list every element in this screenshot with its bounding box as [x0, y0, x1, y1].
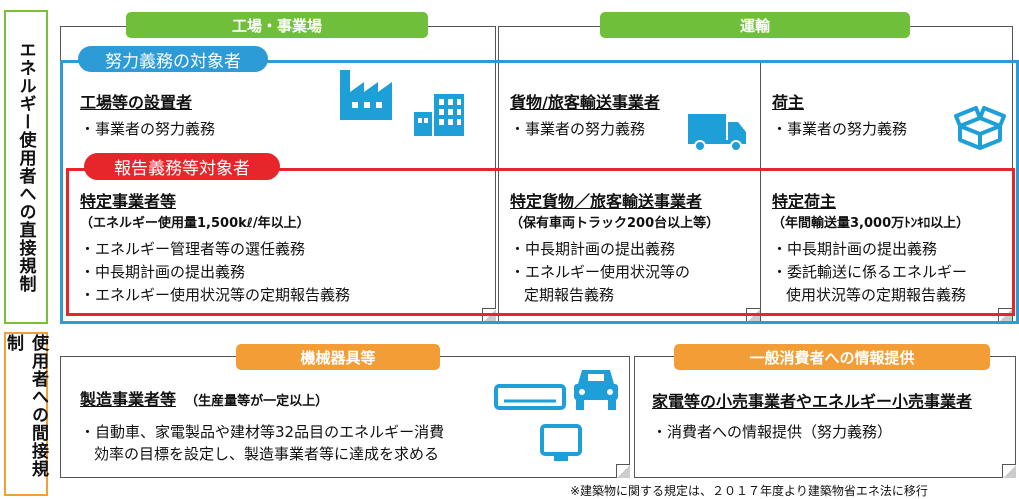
direct-regulation-label: エネルギー使用者への直接規制 [15, 41, 36, 293]
consumer-line: ・消費者への情報提供（努力義務） [652, 423, 893, 441]
appliances-header: 機械器具等 [236, 344, 440, 370]
report-tier-frame [66, 168, 1015, 316]
report-shipper-sub: （年間輸送量3,000万ﾄﾝｷﾛ以上） [772, 216, 970, 231]
consumers-header: 一般消費者への情報提供 [674, 344, 990, 370]
direct-regulation-label-box: エネルギー使用者への直接規制 [4, 10, 48, 324]
report-shipper-item: 使用状況等の定期報告義務 [786, 286, 967, 304]
report-shipper-item: ・委託輸送に係るエネルギー [772, 263, 968, 281]
appliance-title-row: 製造事業者等 （生産量等が一定以上） [80, 386, 328, 410]
consumer-title: 家電等の小売事業者やエネルギー小売事業者 [652, 392, 973, 411]
report-carrier-item: ・中長期計画の提出義務 [510, 240, 676, 258]
report-factory-item: ・中長期計画の提出義務 [80, 263, 246, 281]
fold-corner [616, 464, 630, 478]
car-icon [574, 370, 618, 410]
factory-header: 工場・事業場 [126, 12, 428, 38]
report-factory-item: ・エネルギー管理者等の選任義務 [80, 240, 306, 258]
indirect-regulation-label: 使用者への間接規制 [3, 334, 48, 478]
transport-divider [760, 60, 761, 322]
factory-icon [340, 70, 392, 120]
effort-shipper-title: 荷主 [772, 93, 805, 112]
effort-tier-label: 努力義務の対象者 [78, 46, 268, 72]
report-carrier-item: ・エネルギー使用状況等の [510, 263, 691, 281]
report-factory-title: 特定事業者等 [80, 192, 177, 211]
report-carrier-title: 特定貨物／旅客輸送事業者 [510, 192, 703, 211]
report-shipper-title: 特定荷主 [772, 192, 837, 211]
report-carrier-sub: （保有車両トラック200台以上等） [510, 216, 720, 231]
consumers-frame [634, 356, 1016, 478]
building-icon [414, 94, 464, 136]
appliance-line: 効率の目標を設定し、製造事業者等に達成を求める [94, 445, 440, 463]
air-conditioner-icon [494, 384, 566, 410]
report-shipper-item: ・中長期計画の提出義務 [772, 240, 938, 258]
report-tier-label: 報告義務等対象者 [84, 153, 280, 180]
truck-icon [688, 114, 746, 152]
report-factory-sub: （エネルギー使用量1,500kℓ/年以上） [80, 216, 310, 231]
effort-tier-frame [60, 60, 1019, 324]
box-icon [954, 106, 1006, 150]
appliance-title: 製造事業者等 [80, 390, 177, 409]
transport-header: 運輸 [600, 12, 910, 38]
effort-carrier-title: 貨物/旅客輸送事業者 [510, 93, 660, 112]
tv-icon [540, 424, 582, 461]
footnote: ※建築物に関する規定は、２０１７年度より建築物省エネ法に移行 [570, 484, 928, 498]
indirect-regulation-label-box: 使用者への間接規制 [3, 332, 48, 496]
report-factory-item: ・エネルギー使用状況等の定期報告義務 [80, 286, 351, 304]
report-carrier-item: 定期報告義務 [524, 286, 615, 304]
effort-carrier-item: ・事業者の努力義務 [510, 120, 646, 138]
effort-factory-item: ・事業者の努力義務 [80, 120, 216, 138]
fold-corner [1002, 464, 1016, 478]
effort-factory-title: 工場等の設置者 [80, 93, 193, 112]
effort-shipper-item: ・事業者の努力義務 [772, 120, 908, 138]
appliance-line: ・自動車、家電製品や建材等32品目のエネルギー消費 [80, 423, 445, 441]
appliance-title-note: （生産量等が一定以上） [185, 394, 329, 409]
